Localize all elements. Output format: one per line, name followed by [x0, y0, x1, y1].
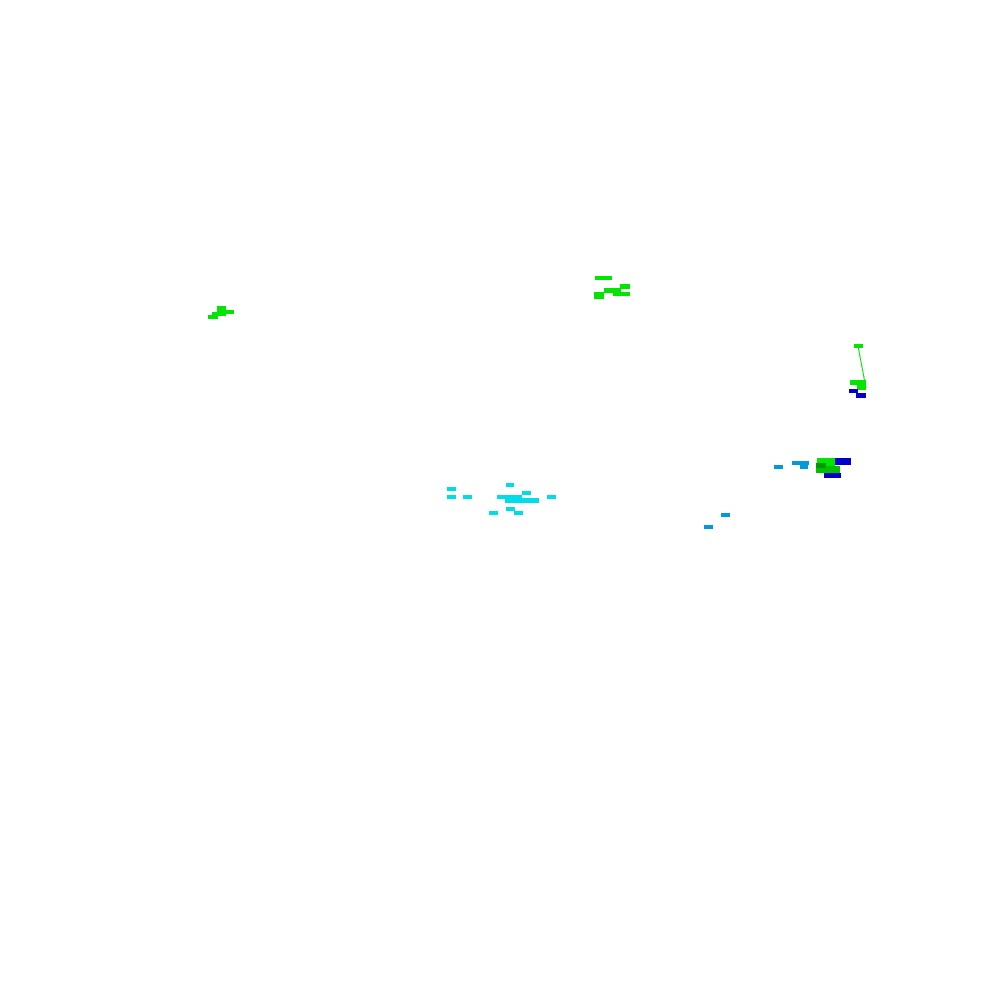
blob [774, 465, 783, 469]
blob [824, 473, 841, 478]
blob [817, 458, 835, 467]
blob [854, 344, 863, 348]
blob [224, 310, 234, 314]
blob [604, 288, 621, 293]
blob [212, 312, 226, 316]
cluster-right-dense [816, 458, 851, 478]
blob [514, 511, 523, 515]
blob [856, 393, 866, 398]
cluster-cyan [447, 483, 556, 515]
blob [620, 284, 630, 289]
blob [849, 389, 858, 393]
blob [506, 483, 514, 487]
blob [613, 292, 630, 296]
blob [833, 458, 851, 465]
blob [816, 466, 840, 473]
blob [522, 491, 531, 495]
cluster-left-green [208, 306, 234, 319]
blob [497, 495, 522, 499]
blob [208, 315, 218, 319]
blob [447, 495, 456, 499]
blob [721, 513, 730, 517]
cluster-top-green [594, 276, 630, 299]
blob [816, 463, 826, 468]
blob [506, 507, 515, 511]
cluster-right-vertical [849, 344, 867, 398]
blob [850, 380, 866, 385]
blob [505, 498, 539, 503]
blob [857, 384, 866, 390]
cluster-light-blue [704, 461, 809, 529]
blob [800, 464, 808, 469]
blob [447, 487, 456, 491]
blob [595, 276, 612, 280]
blob [463, 495, 472, 499]
blob [547, 495, 556, 499]
blob [217, 306, 226, 312]
blob [594, 292, 604, 299]
blob [704, 525, 713, 529]
blob [792, 461, 809, 465]
blob [489, 511, 498, 515]
